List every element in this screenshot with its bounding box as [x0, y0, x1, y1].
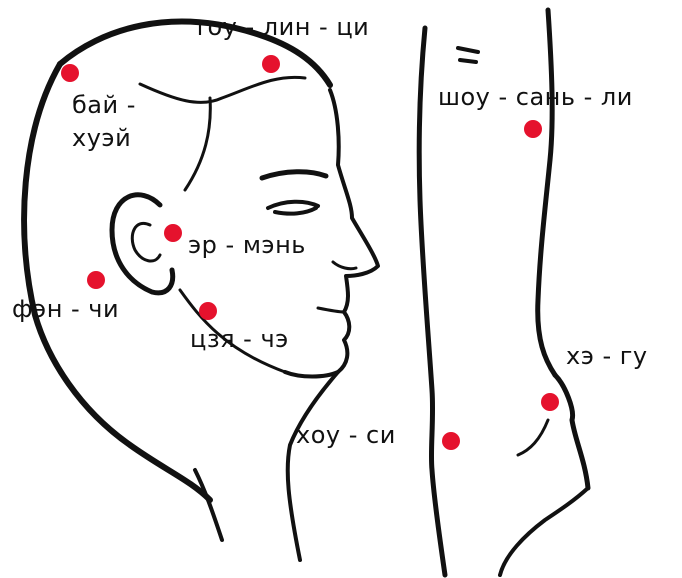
nostril	[333, 262, 356, 269]
hairline	[140, 77, 305, 102]
palm-crease	[518, 420, 548, 455]
label-hou-xi: хоу - си	[296, 422, 396, 449]
point-shou-san-li	[524, 120, 542, 138]
label-bai-hui-line2: хуэй	[72, 125, 136, 152]
neck-back	[195, 470, 222, 540]
arm-right-edge	[538, 10, 555, 375]
label-bai-hui: бай - хуэй	[72, 92, 136, 152]
label-bai-hui-line1: бай -	[72, 92, 136, 119]
elbow-mark	[458, 48, 478, 62]
hand-lower	[500, 488, 588, 575]
hair-strand	[185, 98, 210, 190]
mouth	[318, 308, 344, 312]
neck-front	[288, 372, 338, 560]
point-er-men	[164, 224, 182, 242]
point-feng-chi	[87, 271, 105, 289]
thumb	[555, 375, 588, 488]
label-er-men: эр - мэнь	[188, 232, 306, 259]
ear-inner	[132, 223, 160, 261]
label-feng-chi: фэн - чи	[12, 296, 119, 323]
point-bai-hui	[61, 64, 79, 82]
point-tou-lin-qi	[262, 55, 280, 73]
eye	[268, 202, 318, 214]
point-hou-xi	[442, 432, 460, 450]
ear	[112, 195, 173, 293]
point-he-gu	[541, 393, 559, 411]
point-jia-che	[199, 302, 217, 320]
label-tou-lin-qi: тоу - лин - ци	[193, 14, 369, 41]
label-he-gu: хэ - гу	[566, 343, 648, 370]
label-jia-che: цзя - чэ	[190, 326, 289, 353]
label-shou-san-li: шоу - сань - ли	[438, 84, 633, 111]
eyebrow	[262, 172, 326, 178]
